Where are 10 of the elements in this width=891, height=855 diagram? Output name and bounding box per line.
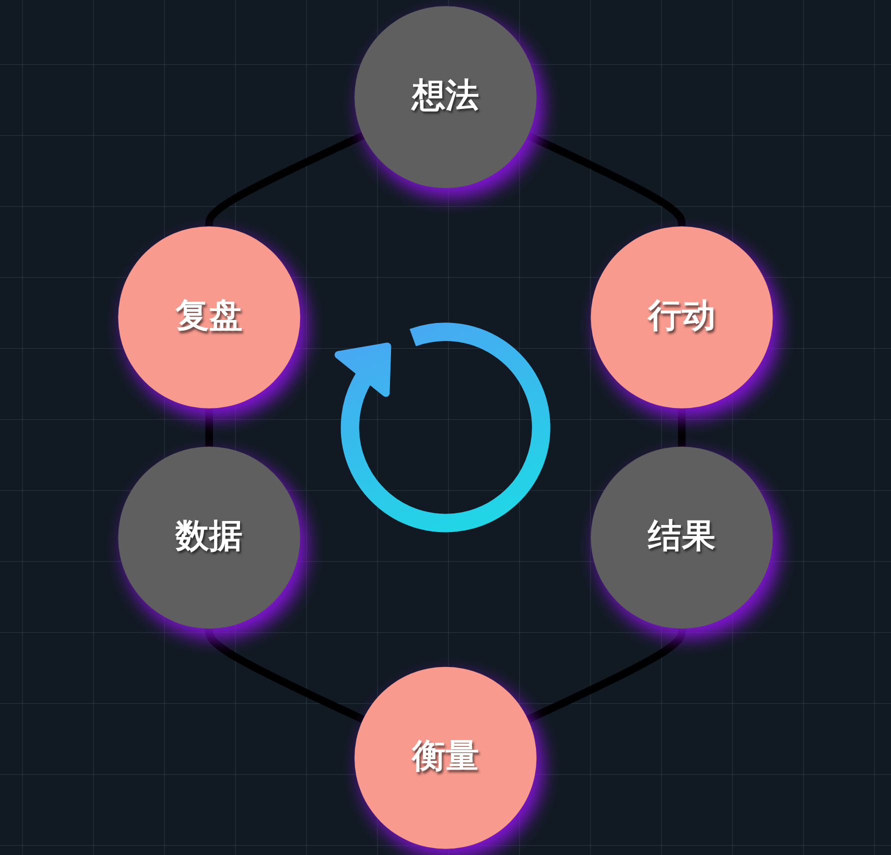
node-circle: 想法 [354,6,536,188]
node-circle: 复盘 [118,226,300,408]
node-circle: 结果 [590,446,773,629]
connector [205,628,365,723]
node-circle: 数据 [118,446,300,629]
connector [205,132,365,227]
node-circle: 行动 [590,226,773,408]
node-circle: 衡量 [354,666,536,849]
connector [526,132,686,227]
connector [526,628,686,723]
